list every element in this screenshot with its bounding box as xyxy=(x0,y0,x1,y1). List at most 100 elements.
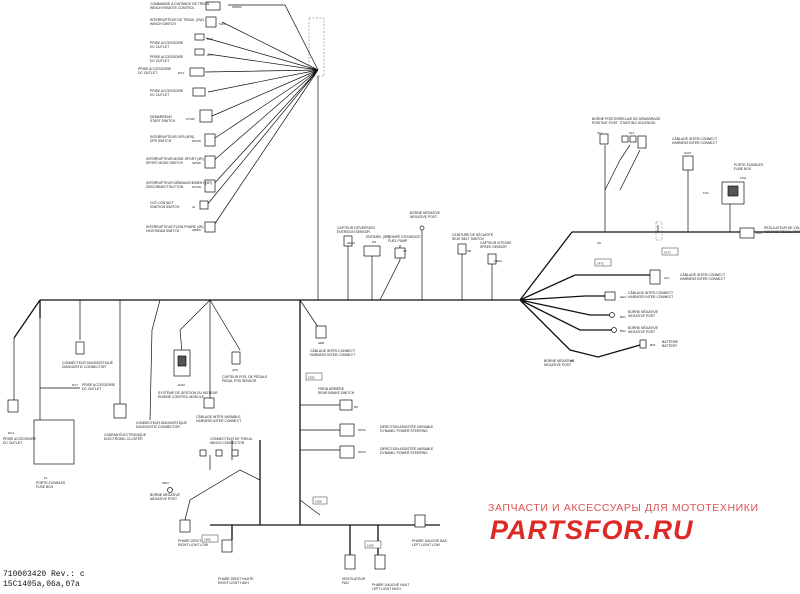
svg-text:BORNE NÉGATIVE: BORNE NÉGATIVE xyxy=(628,325,659,330)
svg-text:DC OUTLET: DC OUTLET xyxy=(150,59,169,63)
svg-text:HARNESS INTER CONNECT: HARNESS INTER CONNECT xyxy=(196,419,241,423)
splice-tag: 1365 xyxy=(367,544,374,548)
svg-text:BN: BN xyxy=(570,359,574,363)
top-splice-box xyxy=(308,17,325,77)
svg-text:CAPTEUR D'ÉVERSION: CAPTEUR D'ÉVERSION xyxy=(337,225,375,230)
svg-text:HARNESS INTER CONNECT: HARNESS INTER CONNECT xyxy=(628,295,673,299)
svg-text:DC OUTLET: DC OUTLET xyxy=(150,93,169,97)
svg-text:CÂBLAGE INTER-CONNECT: CÂBLAGE INTER-CONNECT xyxy=(672,137,717,141)
svg-text:DIRECTION ASSISTÉE VARIABLE: DIRECTION ASSISTÉE VARIABLE xyxy=(380,424,434,429)
svg-text:DYNAMIC POWER STEERING: DYNAMIC POWER STEERING xyxy=(380,451,428,455)
svg-text:DC3: DC3 xyxy=(178,71,184,75)
svg-text:PRISE ACCESSOIRE: PRISE ACCESSOIRE xyxy=(150,55,184,59)
splice-tags: 1472 1472 1352 1365 1365 1366 xyxy=(201,247,679,549)
right-dash-box xyxy=(655,221,663,241)
svg-text:DC OUTLET: DC OUTLET xyxy=(138,71,157,75)
svg-text:CONNECTEUR DIAGNOSTIQUE: CONNECTEUR DIAGNOSTIQUE xyxy=(62,361,114,365)
svg-text:RÉGULATEUR DE VOLTAGE: RÉGULATEUR DE VOLTAGE xyxy=(764,225,800,230)
svg-text:BAT: BAT xyxy=(650,343,656,347)
svg-text:BATTERIE: BATTERIE xyxy=(662,340,679,344)
svg-text:DC OUTLET: DC OUTLET xyxy=(3,441,22,445)
svg-text:PHARE DROIT (BAS): PHARE DROIT (BAS) xyxy=(178,539,211,543)
svg-text:HARNESS INTER CONNECT: HARNESS INTER CONNECT xyxy=(672,141,717,145)
svg-text:REAR BRAKE SWITCH: REAR BRAKE SWITCH xyxy=(318,391,355,395)
svg-text:FREIN ARRIÈRE: FREIN ARRIÈRE xyxy=(318,386,345,391)
svg-text:HED3: HED3 xyxy=(347,241,355,245)
svg-text:S11: S11 xyxy=(597,131,602,135)
svg-text:DC OUTLET: DC OUTLET xyxy=(82,387,101,391)
svg-text:HED2: HED2 xyxy=(494,259,502,263)
svg-text:INTERRUPTEUR DPS (4RS): INTERRUPTEUR DPS (4RS) xyxy=(150,135,194,139)
svg-text:FUEL PUMP: FUEL PUMP xyxy=(388,239,408,243)
svg-text:ENGINE CONTROL MODULE: ENGINE CONTROL MODULE xyxy=(158,395,205,399)
svg-text:BN1: BN1 xyxy=(620,315,626,319)
svg-text:SPEED SENSOR: SPEED SENSOR xyxy=(480,245,507,249)
splice-tag: 1472 xyxy=(597,262,604,266)
svg-text:WINCH CONNECTOR: WINCH CONNECTOR xyxy=(210,441,245,445)
svg-text:INTERRUPTEUR DE TREUIL (SW): INTERRUPTEUR DE TREUIL (SW) xyxy=(150,18,204,22)
svg-text:PRISE ACCESSOIRE: PRISE ACCESSOIRE xyxy=(82,383,116,387)
svg-text:DPSW: DPSW xyxy=(192,139,201,143)
svg-text:BORNE NÉGATIVE: BORNE NÉGATIVE xyxy=(544,358,575,363)
svg-text:POMPE D'ESSENCE: POMPE D'ESSENCE xyxy=(388,235,421,239)
svg-text:VENTILATEUR: VENTILATEUR xyxy=(342,577,366,581)
svg-text:DC OUTLET: DC OUTLET xyxy=(150,45,169,49)
watermark-tagline: ЗАПЧАСТИ И АКСЕССУАРЫ ДЛЯ МОТОТЕХНИКИ xyxy=(488,502,759,514)
svg-text:CEINTURE DE SÉCURITÉ: CEINTURE DE SÉCURITÉ xyxy=(452,232,494,237)
svg-text:NEGATIVE POST: NEGATIVE POST xyxy=(544,363,571,367)
svg-text:DIRECTION ASSISTÉE VARIABLE: DIRECTION ASSISTÉE VARIABLE xyxy=(380,446,434,451)
svg-text:NEGATIVE POST: NEGATIVE POST xyxy=(628,314,655,318)
svg-text:INTERRUPTEUR PLEIN PHARE (4R): INTERRUPTEUR PLEIN PHARE (4R) xyxy=(146,225,203,229)
svg-text:CAPTEUR VITESSE: CAPTEUR VITESSE xyxy=(480,241,512,245)
svg-text:SB: SB xyxy=(467,249,471,253)
svg-text:CÂBLAGE INTER-CONNECT: CÂBLAGE INTER-CONNECT xyxy=(628,291,673,295)
svg-text:NEGATIVE POST: NEGATIVE POST xyxy=(410,215,437,219)
svg-text:EVERSION SENSOR: EVERSION SENSOR xyxy=(337,230,370,234)
svg-text:CAPTEUR POS. DE PÉDALE: CAPTEUR POS. DE PÉDALE xyxy=(222,374,268,379)
svg-text:CONNECTEUR DIAGNOSTIQUE: CONNECTEUR DIAGNOSTIQUE xyxy=(136,421,188,425)
svg-text:FG1: FG1 xyxy=(703,191,709,195)
svg-text:APS: APS xyxy=(232,368,238,372)
svg-text:PEDAL POS SENSOR: PEDAL POS SENSOR xyxy=(222,379,257,383)
svg-text:COMMANDE À DISTANCE DE TREUIL: COMMANDE À DISTANCE DE TREUIL xyxy=(150,2,210,6)
svg-text:CADRAN ÉLECTRONIQUE: CADRAN ÉLECTRONIQUE xyxy=(104,432,147,437)
svg-text:DC7: DC7 xyxy=(72,383,78,387)
svg-text:FAN: FAN xyxy=(342,581,349,585)
svg-text:HARNESS INTER CONNECT: HARNESS INTER CONNECT xyxy=(310,353,355,357)
svg-text:BORNE NÉGATIVE: BORNE NÉGATIVE xyxy=(410,210,441,215)
svg-text:BN2: BN2 xyxy=(620,329,626,333)
top-labels: COMMANDE À DISTANCE DE TREUIL WINCH REMO… xyxy=(138,2,242,233)
svg-text:NEGATIVE POST: NEGATIVE POST xyxy=(150,497,177,501)
splice-tag: 1472 xyxy=(664,251,671,255)
middle-connectors: CAPTEUR D'ÉVERSION EVERSION SENSOR HED3 … xyxy=(337,210,512,265)
svg-text:HCM: HCM xyxy=(684,151,691,155)
svg-text:IG: IG xyxy=(192,205,196,209)
middle-wires xyxy=(347,230,493,301)
svg-text:RIGHT LIGHT LOW: RIGHT LIGHT LOW xyxy=(178,543,209,547)
svg-text:DISCONNECT BUTTON: DISCONNECT BUTTON xyxy=(146,185,184,189)
svg-text:GBN: GBN xyxy=(162,481,169,485)
svg-text:DIAGNOSTIC CONNECTOR: DIAGNOSTIC CONNECTOR xyxy=(62,365,106,369)
svg-text:DYNAMIC POWER STEERING: DYNAMIC POWER STEERING xyxy=(380,429,428,433)
svg-text:CONNECTEUR DE TREUIL: CONNECTEUR DE TREUIL xyxy=(210,437,253,441)
svg-text:BORNE POSITIVE: BORNE POSITIVE xyxy=(592,117,621,121)
figure-reference: 15C1405a,06a,07a xyxy=(3,580,80,589)
svg-text:HBSW: HBSW xyxy=(192,228,201,232)
svg-text:DPS SWITCH: DPS SWITCH xyxy=(150,139,172,143)
svg-text:PRISE ACCESSOIRE: PRISE ACCESSOIRE xyxy=(150,41,184,45)
svg-text:INTERRUPTEUR DÉBRANCHEMENT (4R: INTERRUPTEUR DÉBRANCHEMENT (4R) xyxy=(146,180,212,185)
svg-text:SPORT MODE SWITCH: SPORT MODE SWITCH xyxy=(146,161,184,165)
svg-text:SYSTÈME DE GESTION DU MOTEUR: SYSTÈME DE GESTION DU MOTEUR xyxy=(158,390,218,395)
bottom-trunk-wire xyxy=(210,300,440,560)
svg-text:F1: F1 xyxy=(44,476,48,480)
svg-text:PHARE GAUCHE HAUT: PHARE GAUCHE HAUT xyxy=(372,583,409,587)
svg-text:RG1: RG1 xyxy=(756,231,763,235)
svg-text:FUSE BOX: FUSE BOX xyxy=(734,167,752,171)
svg-text:BATTERY: BATTERY xyxy=(662,344,678,348)
svg-text:HARNESS INTER CONNECT: HARNESS INTER CONNECT xyxy=(680,277,725,281)
splice-tag: 1352 xyxy=(308,376,315,380)
svg-text:LEFT LIGHT HIGH: LEFT LIGHT HIGH xyxy=(372,587,401,591)
svg-text:DCSW: DCSW xyxy=(192,185,201,189)
watermark-logo: PARTSFOR.RU xyxy=(490,515,694,545)
svg-text:FUSE BOX: FUSE BOX xyxy=(36,485,54,489)
